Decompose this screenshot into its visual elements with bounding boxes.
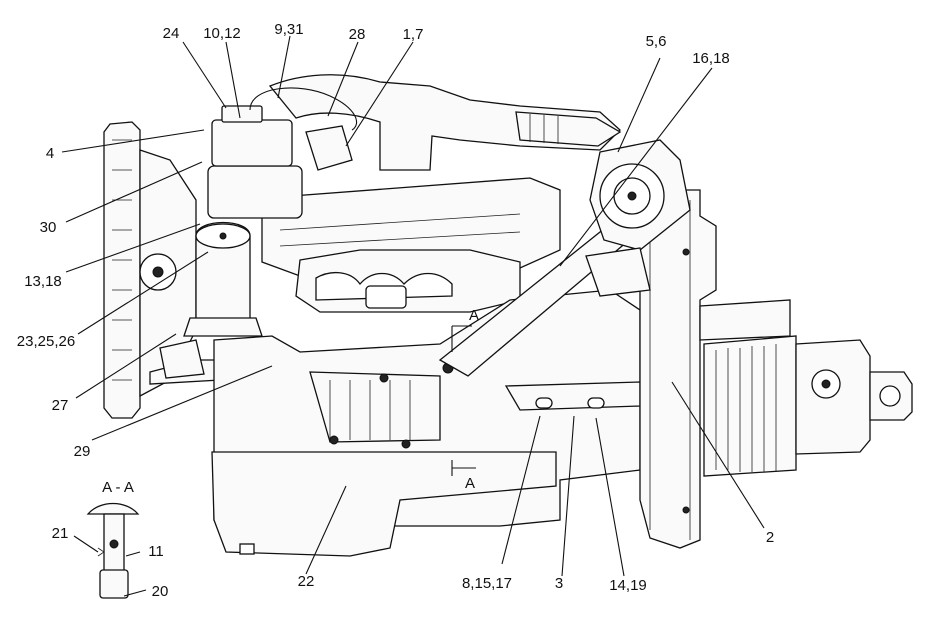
fuel-pump: [207, 87, 357, 219]
air-pipe: [268, 74, 622, 171]
radiator-fan: [103, 121, 197, 419]
callout-27: 27: [52, 397, 69, 414]
turbocharger: [585, 139, 691, 297]
callout-9-31: 9,31: [274, 21, 303, 38]
section-labels: A - A A A: [102, 307, 479, 496]
section-marker-bottom: A: [465, 475, 475, 492]
callout-22: 22: [298, 573, 315, 590]
callout-3: 3: [555, 575, 563, 592]
callout-14-19: 14,19: [609, 577, 647, 594]
callout-labels: 24 10,12 9,31 28 1,7 5,6 16,18 4 30 13,1…: [17, 21, 774, 600]
callout-10-12: 10,12: [203, 25, 241, 42]
callout-20: 20: [152, 583, 169, 600]
leader-lines: [61, 35, 765, 597]
section-marker-top: A: [469, 307, 479, 324]
section-title: A - A: [102, 479, 134, 496]
callout-11: 11: [148, 543, 164, 560]
callout-29: 29: [74, 443, 91, 460]
callout-24: 24: [163, 25, 180, 42]
callout-30: 30: [40, 219, 57, 236]
callout-2: 2: [766, 529, 774, 546]
callout-5-6: 5,6: [646, 33, 667, 50]
pulley-pump: [703, 335, 913, 477]
support-bracket: [438, 199, 662, 411]
callout-13-18: 13,18: [24, 273, 62, 290]
oil-filter: [183, 221, 263, 337]
callout-8-15-17: 8,15,17: [462, 575, 512, 592]
engine-illustration: [86, 74, 913, 599]
section-a-a-detail: [86, 502, 140, 599]
oil-pan: [211, 451, 557, 557]
flywheel-housing: [639, 189, 791, 549]
cylinder-head: [261, 177, 561, 313]
callout-16-18: 16,18: [692, 50, 730, 67]
callout-23-25-26: 23,25,26: [17, 333, 75, 350]
callout-1-7: 1,7: [403, 26, 424, 43]
callout-21: 21: [52, 525, 69, 542]
callout-4: 4: [46, 145, 54, 162]
section-markers: [451, 325, 476, 476]
callout-28: 28: [349, 26, 366, 43]
engine-mount: [149, 339, 221, 385]
